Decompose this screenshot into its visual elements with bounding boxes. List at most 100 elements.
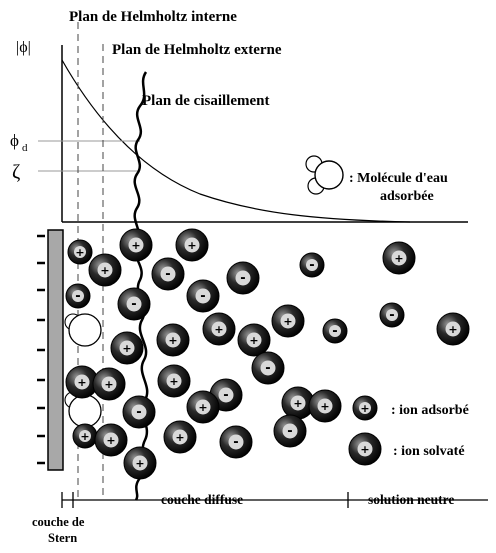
ion-core	[246, 332, 262, 348]
diffuse-layer-label: couche diffuse	[161, 492, 243, 507]
ion-core	[195, 399, 211, 415]
ion-sign: +	[198, 401, 207, 414]
ion-core	[101, 376, 117, 392]
ion-core	[280, 313, 296, 329]
water-molecule-icon	[314, 160, 344, 190]
ion-sign: -	[233, 435, 238, 450]
ion: +	[308, 389, 342, 423]
solvated-ion-legend-icon: +	[348, 432, 382, 466]
ion: -	[122, 395, 156, 429]
ion: +	[175, 228, 209, 262]
ion: -	[186, 279, 220, 313]
ion-sign: +	[394, 252, 403, 265]
water-legend-line1: : Molécule d'eau	[349, 171, 448, 186]
ion: -	[322, 318, 348, 344]
ion-core	[172, 429, 188, 445]
ion-sign: +	[320, 400, 329, 413]
ion-core	[119, 340, 135, 356]
ion: +	[119, 228, 153, 262]
ion: +	[156, 323, 190, 357]
wall-water-icon	[68, 313, 102, 347]
ion: +	[110, 331, 144, 365]
ion: +	[92, 367, 126, 401]
ion-sign: +	[104, 378, 113, 391]
ion-core	[282, 423, 298, 439]
ion-core	[445, 321, 461, 337]
ion-core	[97, 262, 113, 278]
zeta-label: ζ	[12, 161, 20, 183]
ion-sign: -	[200, 289, 205, 304]
ion-core	[260, 360, 276, 376]
ion-core	[166, 373, 182, 389]
ion-legend-icons: ++	[348, 395, 382, 466]
ion: +	[65, 365, 99, 399]
ion: -	[299, 252, 325, 278]
ion: +	[186, 390, 220, 424]
electrode-plate	[47, 229, 64, 471]
ion-core	[126, 296, 142, 312]
ion: -	[273, 414, 307, 448]
ion-core	[74, 246, 86, 258]
ion-sign: -	[165, 267, 170, 282]
phi-axis-label: |ϕ|	[16, 39, 31, 56]
ion: -	[251, 351, 285, 385]
ion-sign: -	[265, 361, 270, 376]
ion-sign: +	[187, 239, 196, 252]
ion-core	[391, 250, 407, 266]
water-legend: : Molécule d'eau adsorbée	[305, 155, 448, 204]
ion-sign: +	[168, 334, 177, 347]
ion: +	[123, 446, 157, 480]
phi-d-subscript: d	[22, 142, 28, 154]
ion-sign: +	[175, 431, 184, 444]
ion-core	[386, 309, 398, 321]
ion: +	[88, 253, 122, 287]
ion-sign: -	[131, 297, 136, 312]
ion-sign: +	[360, 402, 369, 415]
stern-label-line1: couche de	[32, 515, 85, 529]
ion-core	[211, 321, 227, 337]
ion-core	[128, 237, 144, 253]
ion: +	[281, 386, 315, 420]
potential-curve	[61, 59, 411, 223]
ion: +	[94, 423, 128, 457]
ion: -	[226, 261, 260, 295]
ion: -	[65, 283, 91, 309]
ion-core	[165, 332, 181, 348]
ion-core	[184, 237, 200, 253]
ion-adsorbed-label: : ion adsorbé	[391, 403, 469, 418]
ion: +	[72, 423, 98, 449]
adsorbed-ion-legend-icon: +	[352, 395, 378, 421]
ion-core	[228, 434, 244, 450]
phi-d-label: ϕ	[10, 131, 19, 150]
potential-graph: |ϕ| ϕ d ζ	[10, 39, 468, 223]
ion-core	[329, 325, 341, 337]
ion-core	[131, 404, 147, 420]
ion: +	[237, 323, 271, 357]
outer-helmholtz-label: Plan de Helmholtz externe	[112, 42, 282, 58]
ion-sign: +	[106, 434, 115, 447]
ion-core	[195, 288, 211, 304]
ion-sign: +	[249, 334, 258, 347]
ion: +	[202, 312, 236, 346]
ion: -	[379, 302, 405, 328]
ion: +	[157, 364, 191, 398]
wall-water-icon	[68, 394, 102, 428]
ions-layer: ++++-----+-++-+-++++-+-+-++++-+++-	[65, 228, 470, 480]
ion-core	[160, 266, 176, 282]
inner-helmholtz-label: Plan de Helmholtz interne	[69, 9, 237, 25]
bottom-scale: couche de Stern couche diffuse solution …	[32, 492, 488, 545]
ion-sign: +	[448, 323, 457, 336]
ion-sign: +	[293, 397, 302, 410]
ion-core	[290, 395, 306, 411]
ion-core	[306, 259, 318, 271]
ion-core	[218, 387, 234, 403]
ion: +	[436, 312, 470, 346]
ion-sign: -	[223, 388, 228, 403]
ion-core	[74, 374, 90, 390]
ion-sign: -	[240, 271, 245, 286]
ion: -	[117, 287, 151, 321]
ion-sign: +	[135, 457, 144, 470]
ion-sign: +	[122, 342, 131, 355]
